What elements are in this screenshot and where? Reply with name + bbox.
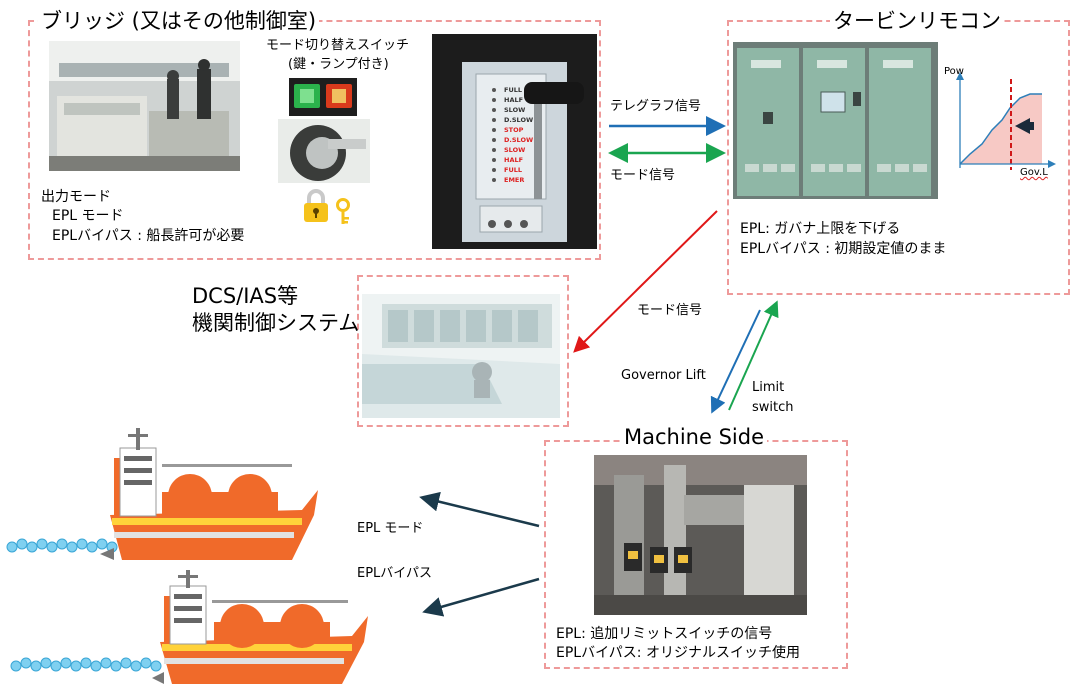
machine-photo: [594, 455, 807, 615]
svg-text:SLOW: SLOW: [504, 106, 525, 114]
dcs-room-photo: [362, 294, 560, 418]
limit-switch-arrow: [728, 300, 779, 411]
dcs-box: [357, 275, 569, 427]
governor-lift-label: Governor Lift: [621, 368, 706, 383]
ship-bypass-arrow: [422, 577, 540, 617]
bridge-photo: [49, 41, 240, 171]
switch-caption-line2: (鍵・ランプ付き): [288, 57, 389, 72]
key-icon: [336, 198, 350, 224]
svg-text:SLOW: SLOW: [504, 146, 525, 154]
ship-icon-bypass: [10, 570, 368, 684]
svg-text:D.SLOW: D.SLOW: [504, 116, 533, 124]
limit-switch-label-2: switch: [752, 400, 794, 415]
mode-signal-label: モード信号: [610, 168, 676, 183]
machine-title: Machine Side: [621, 424, 767, 451]
turbine-epl-line: EPL: ガバナ上限を下げる: [740, 221, 901, 237]
limit-switch-label-1: Limit: [752, 380, 785, 395]
graph-y-label: Pow: [944, 66, 964, 77]
svg-text:D.SLOW: D.SLOW: [504, 136, 533, 144]
governor-graph-icon: [956, 72, 1056, 170]
machine-epl-line: EPL: 追加リミットスイッチの信号: [556, 626, 773, 642]
svg-text:FULL: FULL: [504, 86, 522, 94]
key-switch-photo: [278, 119, 370, 183]
svg-text:HALF: HALF: [504, 96, 523, 104]
ship-icon-epl: [6, 428, 318, 560]
bridge-title: ブリッジ (又はその他制御室): [38, 8, 320, 35]
ship-epl-label: EPL モード: [357, 521, 424, 536]
turbine-bypass-line: EPLバイパス : 初期設定値のまま: [740, 241, 947, 257]
ship-bypass-label: EPLバイパス: [357, 566, 433, 581]
svg-text:FULL: FULL: [504, 166, 522, 174]
graph-x-label: Gov.L: [1020, 167, 1048, 178]
telegraph-signal-label: テレグラフ信号: [610, 99, 702, 114]
turbine-title: タービンリモコン: [830, 8, 1004, 35]
output-mode-bypass: EPLバイパス : 船長許可が必要: [52, 228, 245, 244]
lock-icon: [304, 189, 328, 222]
svg-text:EMER: EMER: [504, 176, 524, 184]
mode-signal-diag-arrow: [573, 210, 718, 353]
output-mode-heading: 出力モード: [41, 189, 111, 205]
telegraph-photo: FULL HALF SLOW D.SLOW STOP D.SLOW SLOW H…: [432, 34, 597, 249]
dcs-title-line1: DCS/IAS等: [192, 284, 299, 308]
output-mode-epl: EPL モード: [52, 208, 124, 224]
governor-lift-arrow: [710, 309, 761, 414]
switch-caption-line1: モード切り替えスイッチ: [266, 38, 410, 53]
machine-bypass-line: EPLバイパス: オリジナルスイッチ使用: [556, 645, 800, 661]
mode-signal-diag-label: モード信号: [637, 303, 703, 318]
mode-lamps: [289, 78, 357, 116]
svg-text:STOP: STOP: [504, 126, 524, 134]
turbine-panel-photo: [733, 42, 938, 199]
svg-text:HALF: HALF: [504, 156, 523, 164]
ship-epl-arrow: [419, 491, 540, 528]
dcs-title-line2: 機関制御システム: [192, 311, 360, 335]
